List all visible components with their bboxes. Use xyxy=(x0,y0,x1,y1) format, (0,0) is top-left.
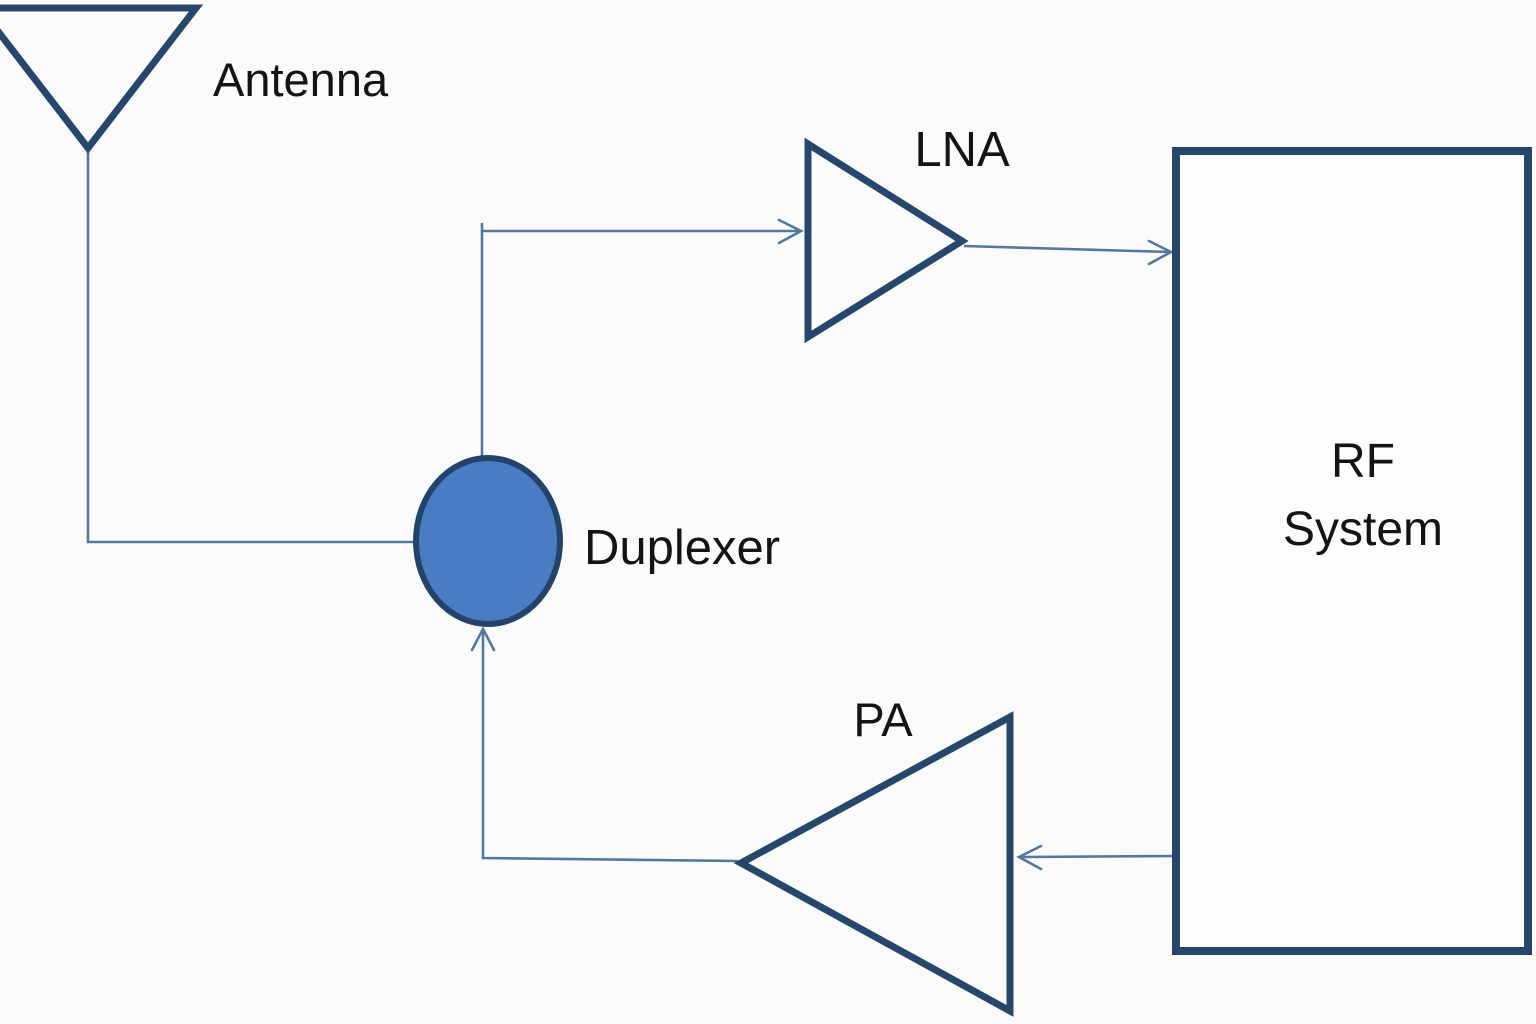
duplexer-to-lna-line xyxy=(480,229,798,458)
rf-system-label-line2: System xyxy=(1283,503,1443,556)
pa-label: PA xyxy=(853,693,913,746)
pa-to-duplexer-line xyxy=(481,631,739,863)
arrowhead-into-pa-icon xyxy=(1016,844,1043,871)
lna-triangle xyxy=(804,137,969,344)
antenna-label: Antenna xyxy=(213,53,389,106)
arrowhead-into-duplexer-icon xyxy=(470,626,496,652)
arrowhead-into-lna-icon xyxy=(777,218,804,245)
antenna-to-duplexer-line xyxy=(86,148,418,544)
arrowhead-into-rf-system-icon xyxy=(1147,239,1174,266)
duplexer-ellipse xyxy=(413,455,563,627)
duplexer-label: Duplexer xyxy=(584,521,780,575)
lna-label: LNA xyxy=(914,123,1010,177)
rf-to-pa-line xyxy=(1020,854,1177,859)
rf-system-box xyxy=(1172,147,1532,955)
pa-triangle xyxy=(733,711,1014,1017)
lna-to-rf-line xyxy=(963,244,1171,254)
antenna-triangle-icon xyxy=(0,4,204,154)
rf-system-label-line1: RF xyxy=(1331,435,1395,488)
